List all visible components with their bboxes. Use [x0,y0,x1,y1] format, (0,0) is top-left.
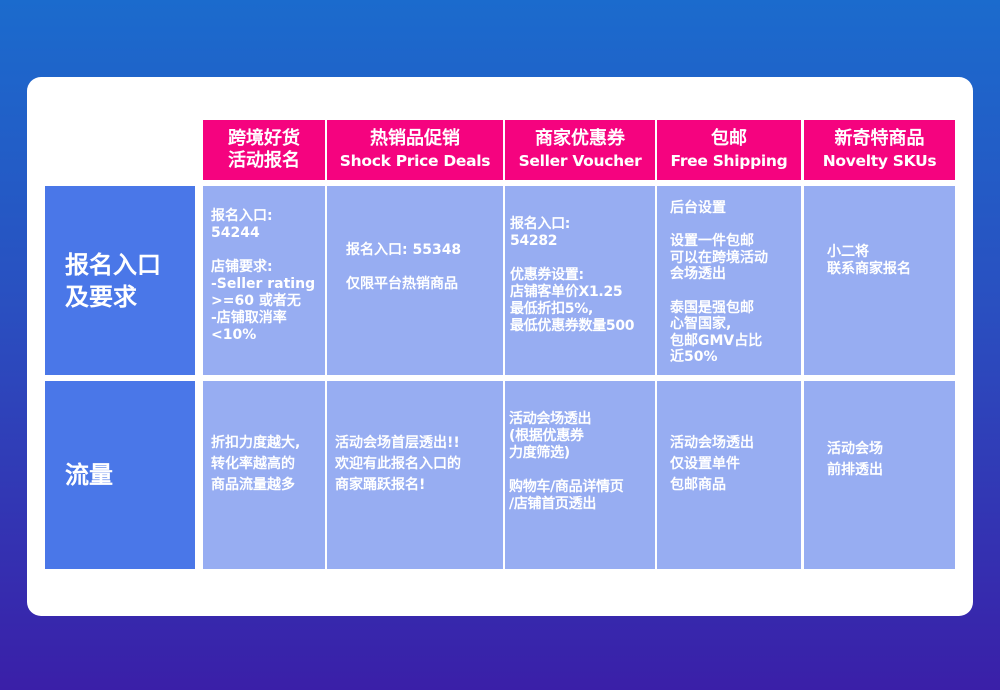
table-cell: 折扣力度越大, 转化率越高的 商品流量越多 [203,381,325,569]
column-header-seller-voucher: 商家优惠券 Seller Voucher [505,120,655,180]
column-header-subtitle: Seller Voucher [518,152,642,170]
column-header-title: 跨境好货 [228,128,300,149]
column-header-title: 商家优惠券 [535,128,625,149]
column-header-title: 新奇特商品 [834,128,925,149]
column-header-subtitle: Shock Price Deals [339,152,491,170]
column-header-free-shipping: 包邮 Free Shipping [657,120,801,180]
table-cell: 活动会场透出 仅设置单件 包邮商品 [657,381,801,569]
column-header-cross-border: 跨境好货 活动报名 [203,120,325,180]
table-cell: 活动会场首层透出!! 欢迎有此报名入口的 商家踊跃报名! [327,381,503,569]
column-header-subtitle: 活动报名 [228,150,300,171]
column-header-novelty-skus: 新奇特商品 Novelty SKUs [804,120,955,180]
column-header-title: 热销品促销 [370,128,460,149]
table-cell: 活动会场 前排透出 [804,381,955,569]
table-cell: 后台设置 设置一件包邮 可以在跨境活动 会场透出 泰国是强包邮 心智国家, 包邮… [657,186,801,375]
column-header-title: 包邮 [711,128,747,149]
column-header-subtitle: Novelty SKUs [822,152,937,170]
column-header-shock-price-deals: 热销品促销 Shock Price Deals [327,120,503,180]
table-cell: 报名入口: 54282 优惠券设置: 店铺客单价X1.25 最低折扣5%, 最低… [505,186,655,375]
table-cell: 小二将 联系商家报名 [804,186,955,375]
table-cell: 报名入口: 54244 店铺要求: -Seller rating >=60 或者… [203,186,325,375]
table-cell: 活动会场透出 (根据优惠券 力度筛选) 购物车/商品详情页 /店铺首页透出 [505,381,655,569]
row-label-traffic: 流量 [45,381,195,569]
row-label-registration: 报名入口 及要求 [45,186,195,375]
column-header-subtitle: Free Shipping [670,152,788,170]
table-cell: 报名入口: 55348 仅限平台热销商品 [327,186,503,375]
